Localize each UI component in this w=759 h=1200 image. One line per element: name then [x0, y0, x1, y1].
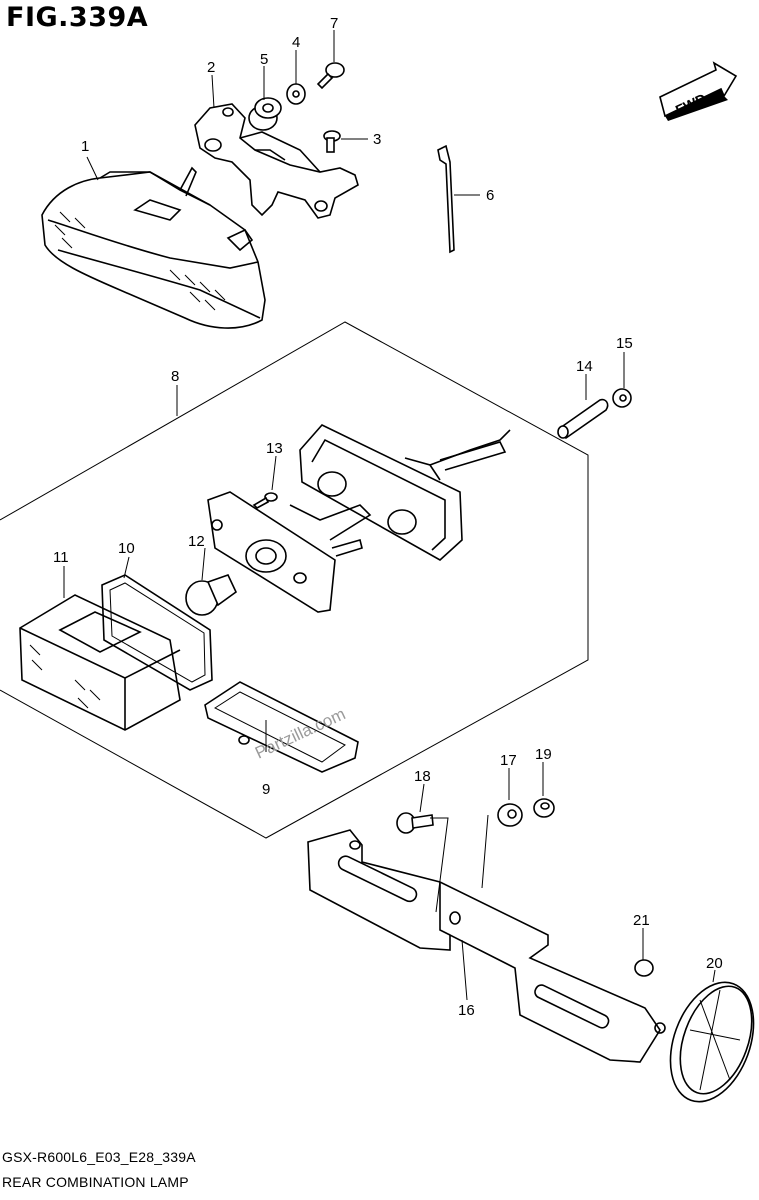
part-18-screw	[396, 812, 434, 834]
callout-1: 1	[81, 138, 89, 155]
part-15-nut	[612, 388, 632, 408]
callout-15: 15	[616, 335, 633, 352]
callout-19: 19	[535, 746, 552, 763]
callout-10: 10	[118, 540, 135, 557]
part-21-nut	[634, 959, 654, 977]
part-2-bracket	[194, 103, 359, 219]
callout-13: 13	[266, 440, 283, 457]
callout-21: 21	[633, 912, 650, 929]
callout-16: 16	[458, 1002, 475, 1019]
part-13-socket-plate	[207, 491, 372, 613]
callout-9: 9	[262, 781, 270, 798]
part-4-washer	[286, 83, 306, 105]
callout-2: 2	[207, 59, 215, 76]
part-14-sleeve	[557, 398, 609, 440]
callout-3: 3	[373, 131, 381, 148]
fwd-arrow-icon: FWD	[659, 61, 738, 121]
part-12-bulb	[185, 574, 238, 616]
callout-5: 5	[260, 51, 268, 68]
license-lamp-housing	[299, 424, 511, 561]
part-1-tail-lamp	[41, 166, 266, 329]
callout-7: 7	[330, 15, 338, 32]
callout-8: 8	[171, 368, 179, 385]
part-5-grommet	[248, 97, 282, 131]
callout-20: 20	[706, 955, 723, 972]
part-17-washer	[497, 803, 523, 827]
figure-title: FIG.339A	[6, 2, 149, 33]
leader-lines	[63, 30, 716, 1001]
part-3-screw	[323, 130, 341, 153]
part-20-reflector	[669, 981, 755, 1103]
callout-11: 11	[53, 549, 69, 566]
callout-6: 6	[486, 187, 494, 204]
callout-18: 18	[414, 768, 431, 785]
part-9-plate	[204, 681, 359, 773]
part-19-nut	[533, 798, 555, 818]
callout-12: 12	[188, 533, 205, 550]
part-7-bolt	[316, 62, 345, 90]
part-8-assembly-box	[0, 321, 589, 839]
part-16-bracket	[307, 814, 666, 1063]
callout-17: 17	[500, 752, 517, 769]
footer-diagram-name: REAR COMBINATION LAMP	[2, 1174, 189, 1190]
footer-diagram-code: GSX-R600L6_E03_E28_339A	[2, 1149, 196, 1165]
callout-numbers: 1 2 3 4 5 6 7 8 9 10 11 12 13 14 15 16 1…	[53, 15, 723, 1019]
callout-4: 4	[292, 34, 300, 51]
part-11-lens	[19, 594, 181, 731]
callout-14: 14	[576, 358, 593, 375]
part-6-cable-tie	[437, 144, 455, 254]
